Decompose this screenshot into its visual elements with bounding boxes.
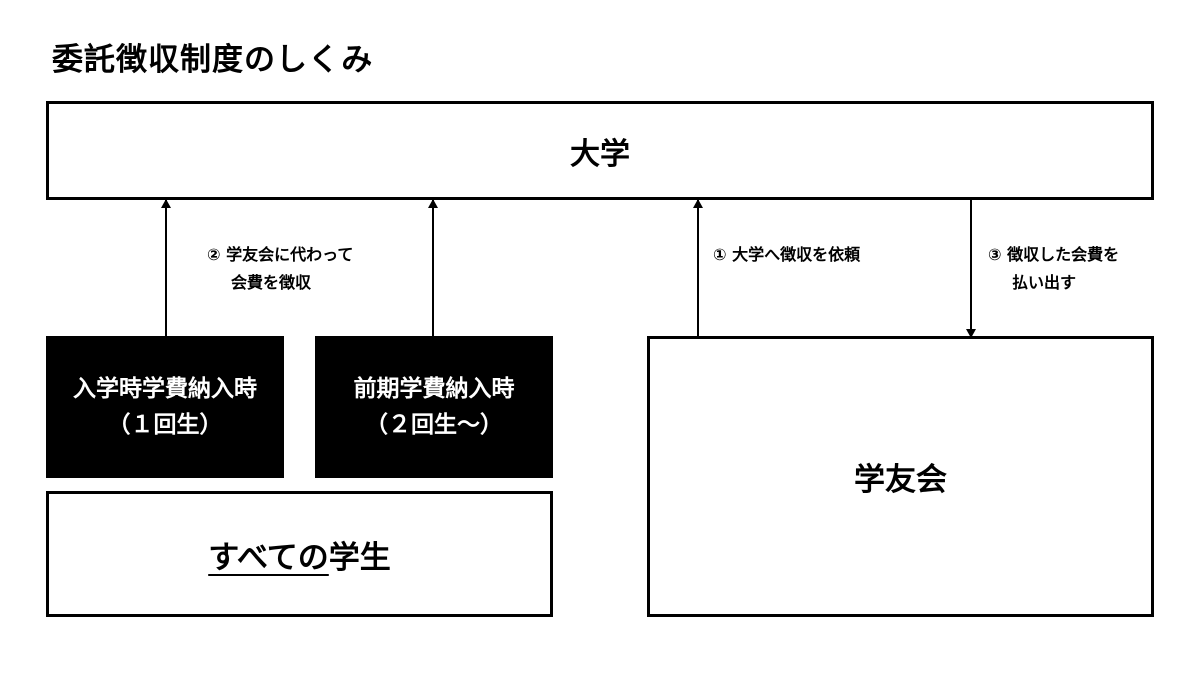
edge-label-step2-line1: ② 学友会に代わって [207,245,354,264]
node-enrollment-line1: 入学時学費納入時 [73,376,257,402]
diagram-title: 委託徴収制度のしくみ [52,42,374,78]
arrow-firstterm-to-university [428,199,438,336]
node-alumni-label: 学友会 [854,462,947,498]
arrow-university-to-alumni [966,200,976,338]
node-enrollment-line2: （１回生） [107,412,223,438]
edge-label-step1-line1: ① 大学へ徴収を依頼 [713,245,861,264]
edge-label-step2-line2: 会費を徴収 [231,273,312,292]
edge-label-step2: ② 学友会に代わって 会費を徴収 [207,241,353,297]
node-first-term-payment: 前期学費納入時 （２回生～） [315,336,553,478]
node-all-students: すべての学生 [46,491,553,617]
edge-label-step1: ① 大学へ徴収を依頼 [713,241,860,269]
edge-label-step3-line1: ③ 徴収した会費を [988,245,1120,264]
edge-label-step3: ③ 徴収した会費を 払い出す [988,241,1119,297]
edge-label-step3-line2: 払い出す [1012,273,1077,292]
node-all-students-rest: 学生 [328,539,391,576]
node-university: 大学 [46,101,1154,200]
node-first-term-line1: 前期学費納入時 [353,376,515,402]
node-all-students-emphasis: すべての [208,539,329,576]
node-enrollment-payment: 入学時学費納入時 （１回生） [46,336,284,478]
node-first-term-line2: （２回生～） [365,412,503,438]
node-alumni-association: 学友会 [647,336,1154,617]
arrow-alumni-to-university [693,199,703,337]
arrow-enrollment-to-university [161,199,171,336]
node-university-label: 大学 [570,136,630,172]
